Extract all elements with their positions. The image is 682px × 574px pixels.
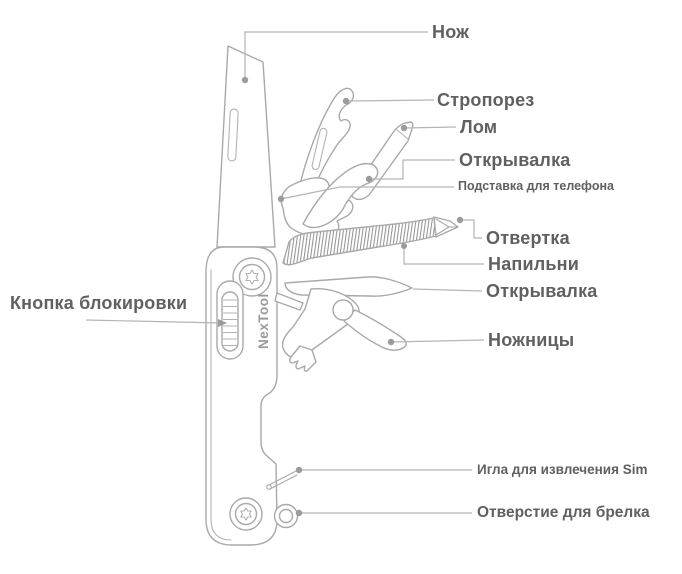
scissors-illustration	[274, 288, 407, 372]
crowbar-illustration	[351, 121, 414, 201]
label-opener-bottom: Открывалка	[486, 281, 598, 301]
label-opener-top: Открывалка	[459, 150, 571, 170]
label-keychain-hole: Отверстие для брелка	[477, 504, 650, 521]
label-sim-pin: Игла для извлечения Sim	[477, 462, 648, 477]
leader-lines	[85, 31, 485, 517]
label-scissors: Ножницы	[488, 330, 575, 350]
lock-button-illustration	[216, 280, 244, 360]
keychain-ring-illustration	[273, 503, 299, 529]
knife-illustration	[216, 45, 276, 248]
screwdriver-tip-illustration	[433, 216, 459, 238]
brand-text: NexTool	[256, 293, 271, 349]
label-lock-button: Кнопка блокировки	[10, 293, 188, 313]
label-screwdriver: Отвертка	[486, 228, 570, 248]
label-crowbar: Лом	[460, 117, 498, 137]
file-illustration	[282, 216, 459, 266]
torx-screw-top	[232, 257, 272, 297]
torx-screw-bottom	[229, 497, 263, 531]
sim-pin-illustration	[266, 470, 298, 490]
label-knife: Нож	[432, 22, 470, 42]
opener-top-illustration	[302, 162, 379, 229]
opener-bottom-illustration	[284, 276, 413, 297]
label-file: Напильни	[488, 254, 579, 274]
label-phone-stand: Подставка для телефона	[458, 179, 614, 193]
label-strap-cutter: Стропорез	[437, 90, 535, 110]
